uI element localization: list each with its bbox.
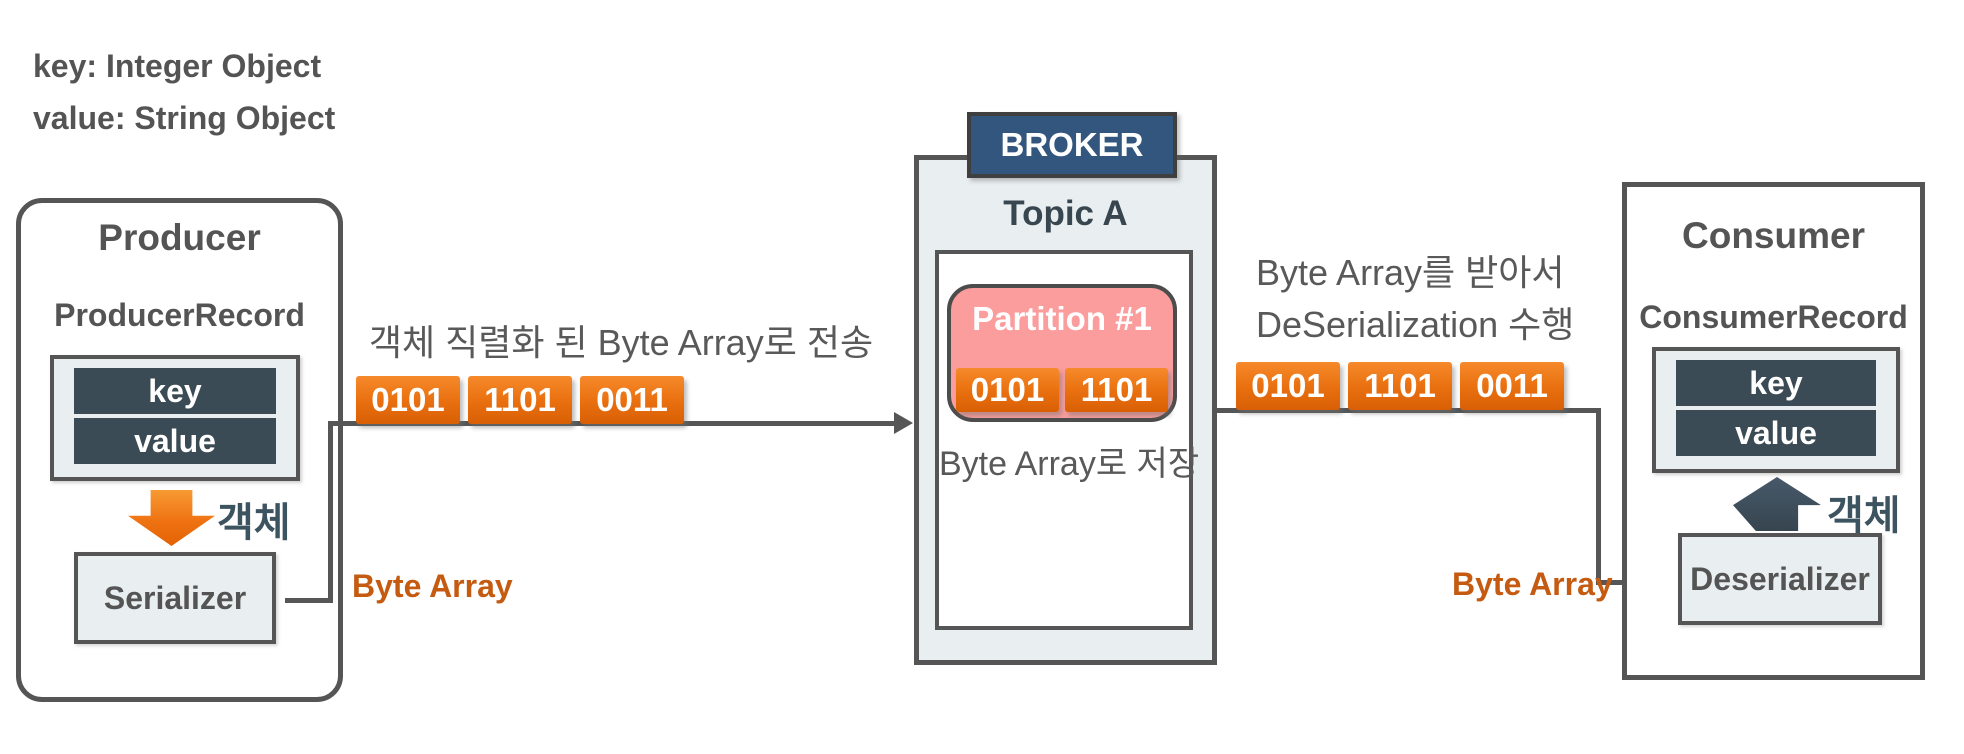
topic-title: Topic A [1003,194,1128,233]
broker-box: BROKER Topic A Partition #1 0101 1101 By… [914,112,1217,665]
broker-title: BROKER [1000,126,1144,163]
producer-title: Producer [98,217,261,258]
byte-chip: 0011 [1460,362,1564,410]
byte-chip: 0101 [356,376,460,424]
value-type-note: value: String Object [33,100,336,136]
partition-box: Partition #1 0101 1101 [947,284,1177,422]
deserialize-arrow-icon [1733,477,1821,531]
producer-byte-row: 0101 1101 0011 [356,376,684,424]
consumer-byte-array-label: Byte Array [1452,566,1613,602]
key-type-note: key: Integer Object [33,48,322,84]
broker-to-consumer-line [1217,408,1601,413]
deserializer-label: Deserializer [1690,560,1870,597]
byte-chip: 1101 [1065,368,1168,412]
byte-chip: 0101 [1236,362,1340,410]
byte-chip: 0011 [580,376,684,424]
consumer-box: Consumer ConsumerRecord key value 객체 Des… [1622,182,1925,680]
producer-to-broker-arrowhead-icon [894,412,913,434]
consumer-record-box: key value [1652,347,1900,473]
serializer-connector-riser [328,421,333,603]
serialization-caption: 객체 직렬화 된 Byte Array로 전송 [368,322,874,363]
consumer-object-label: 객체 [1827,494,1901,538]
serialize-arrow-icon [128,490,215,546]
producer-object-label: 객체 [217,501,291,545]
byte-chip: 1101 [1348,362,1452,410]
broker-to-consumer-drop [1596,408,1601,583]
storage-caption: Byte Array로 저장 [939,445,1200,483]
consumer-title: Consumer [1682,215,1865,256]
producer-record-box: key value [50,355,300,481]
producer-value-field: value [74,418,276,464]
byte-chip: 0101 [956,368,1059,412]
consumer-byte-row: 0101 1101 0011 [1236,362,1564,410]
byte-chip: 1101 [468,376,572,424]
topic-box: Partition #1 0101 1101 Byte Array로 저장 [935,250,1200,630]
deserializer-box: Deserializer [1678,533,1882,625]
producer-box: Producer ProducerRecord key value 객체 Ser… [16,198,343,702]
consumer-record-title: ConsumerRecord [1639,299,1908,335]
partition-byte-row: 0101 1101 [951,368,1173,412]
producer-byte-array-label: Byte Array [352,568,513,604]
consumer-key-field: key [1676,360,1876,406]
producer-record-title: ProducerRecord [54,297,305,333]
deserialization-caption-line2: DeSerialization 수행 [1256,304,1575,345]
serializer-label: Serializer [103,579,247,616]
partition-title: Partition #1 [972,300,1152,337]
producer-key-field: key [74,368,276,414]
deserialization-caption-line1: Byte Array를 받아서 [1256,252,1565,293]
serializer-box: Serializer [74,552,276,644]
serializer-connector-stub [285,598,333,603]
consumer-value-field: value [1676,410,1876,456]
broker-label: BROKER [967,112,1177,178]
